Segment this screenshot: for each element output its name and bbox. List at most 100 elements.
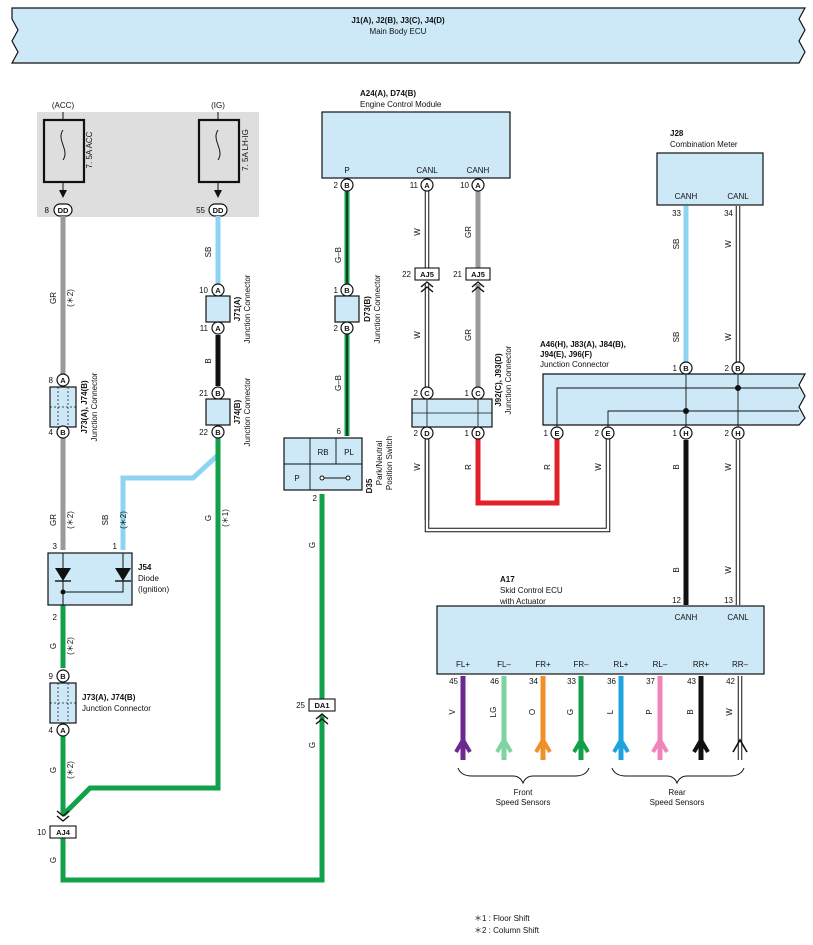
label-note1: (＊1) <box>221 509 230 527</box>
j73-bot-pin-top: 9 <box>49 672 54 681</box>
junction-j73-top: A 8 B 4 J73(A), J74(B) Junction Connecto… <box>49 372 99 441</box>
a46-pin-e2: 2 <box>595 429 600 438</box>
ecm-pin-canh-conn: A <box>475 181 481 190</box>
a46-conn-e1: E <box>554 429 559 438</box>
d73-part: D73(B) <box>363 296 372 322</box>
label-r: R <box>464 464 473 470</box>
j74-conn-top: B <box>215 389 221 398</box>
j71-name: Junction Connector <box>243 274 252 343</box>
label-w: W <box>724 463 733 471</box>
label-sb: SB <box>672 332 681 343</box>
ecm-pin-canl-conn: A <box>424 181 430 190</box>
j74-part: J74(B) <box>233 399 242 424</box>
sensor-wire-code-0: V <box>448 709 457 715</box>
skid-sensor-pin-1: 46 <box>490 677 499 686</box>
ecm-term-canh: CANH <box>467 166 490 175</box>
j74-name: Junction Connector <box>243 377 252 446</box>
engine-control-module: A24(A), D74(B) Engine Control Module P C… <box>321 89 511 192</box>
label-w: W <box>413 463 422 471</box>
ecm-term-p: P <box>344 166 349 175</box>
footnotes: ＊1 : Floor Shift ＊2 : Column Shift <box>474 914 540 935</box>
meter-part: J28 <box>670 129 684 138</box>
label-g-b: G–B <box>334 247 343 263</box>
sensor-wire-code-1: LG <box>489 707 498 718</box>
label-g: G <box>308 742 317 748</box>
fuse-acc-source: (ACC) <box>52 101 75 110</box>
wires <box>60 186 741 883</box>
aj4-pin: 10 <box>37 828 46 837</box>
sensor-wire-code-2: O <box>528 709 537 715</box>
wire-g-bottom <box>60 715 325 883</box>
skid-term-7: RR– <box>732 660 749 669</box>
j73-bot-name: Junction Connector <box>82 704 151 713</box>
diode-pin-b: 1 <box>113 542 118 551</box>
skid-term-6: RR+ <box>693 660 710 669</box>
label-w: W <box>594 463 603 471</box>
sensor-arrow-6 <box>692 736 710 754</box>
wire-w-loop <box>425 438 610 532</box>
sensor-wire-code-5: P <box>645 709 654 714</box>
j92-name: Junction Connector <box>504 345 513 414</box>
svg-text:6: 6 <box>337 427 342 436</box>
fuse-acc-connector: DD <box>58 206 69 215</box>
a46-conn-b2: B <box>735 364 741 373</box>
fuse-ig-pin: 55 <box>196 206 205 215</box>
skid-term-5: RL– <box>653 660 668 669</box>
skid-control-ecu: A17 Skid Control ECU with Actuator 12 13… <box>436 575 765 760</box>
label-note2: (＊2) <box>66 289 75 307</box>
junction-d73: B 1 B 2 D73(B) Junction Connector <box>334 274 382 343</box>
a46-pin-h1: 1 <box>673 429 678 438</box>
junction-j92: C 2 C 1 D 2 D 1 J92(C), J93(D) Junction … <box>411 345 513 440</box>
label-gr: GR <box>49 292 58 304</box>
j73-top-pin-b: 4 <box>49 428 54 437</box>
sensor-arrow-7 <box>732 738 748 753</box>
a46-name: Junction Connector <box>540 360 609 369</box>
j92-conn-c1: C <box>475 389 481 398</box>
a46-pin-e1: 1 <box>544 429 549 438</box>
sensor-group-braces: Front Speed Sensors Rear Speed Sensors <box>457 767 745 807</box>
a46-conn-h2: H <box>735 429 740 438</box>
j92-pin-c1: 1 <box>465 389 470 398</box>
label-g: G <box>49 767 58 773</box>
a46-part-line2: J94(E), J96(F) <box>540 350 592 359</box>
ecm-pin-canh: 10 <box>460 181 469 190</box>
fuse-ig-icon <box>215 129 221 161</box>
fuse-acc-pin: 8 <box>45 206 50 215</box>
j73-bot-pin-bot: 4 <box>49 726 54 735</box>
j74-conn-bot: B <box>215 428 221 437</box>
aj4-name: AJ4 <box>56 828 71 837</box>
sensor-wire-code-6: B <box>686 709 695 714</box>
label-g: G <box>49 643 58 649</box>
diode-part: J54 <box>138 563 152 572</box>
label-w: W <box>724 333 733 341</box>
label-g-b: G–B <box>334 375 343 391</box>
label-g: G <box>308 542 317 548</box>
label-sb: SB <box>101 515 110 526</box>
label-b: B <box>204 358 213 363</box>
j73-top-name: Junction Connector <box>90 372 99 441</box>
main-ecu-name: Main Body ECU <box>370 27 427 36</box>
fuse-acc-label: 7. 5A ACC <box>85 131 94 168</box>
label-note2: (＊2) <box>66 637 75 655</box>
a46-conn-h1: H <box>683 429 688 438</box>
ecm-pin-p: 2 <box>334 181 339 190</box>
ecm-pin-p-conn: B <box>344 181 350 190</box>
da1-name: DA1 <box>314 701 329 710</box>
combination-meter: J28 Combination Meter CANH CANL 33 34 <box>656 129 764 218</box>
diode-j54: 3 1 2 J54 Diode (Ignition) <box>47 542 169 622</box>
label-sb: SB <box>204 247 213 258</box>
j92-pin-c2: 2 <box>414 389 419 398</box>
a46-pin-b1: 1 <box>673 364 678 373</box>
j92-conn-d2: D <box>424 429 430 438</box>
skid-term-1: FL– <box>497 660 511 669</box>
meter-term-canh: CANH <box>675 192 698 201</box>
label-w: W <box>724 566 733 574</box>
skid-pin-canh: 12 <box>672 596 681 605</box>
fuse-ig-connector: DD <box>213 206 224 215</box>
wire-g-floor-shift <box>61 438 221 817</box>
pnp-name-line2: Position Switch <box>385 436 394 490</box>
aj5-right-pin: 21 <box>453 270 462 279</box>
sensor-wire-code-4: L <box>606 709 615 714</box>
pnp-term-rb: RB <box>317 448 328 457</box>
j74-pin-top: 21 <box>199 389 208 398</box>
